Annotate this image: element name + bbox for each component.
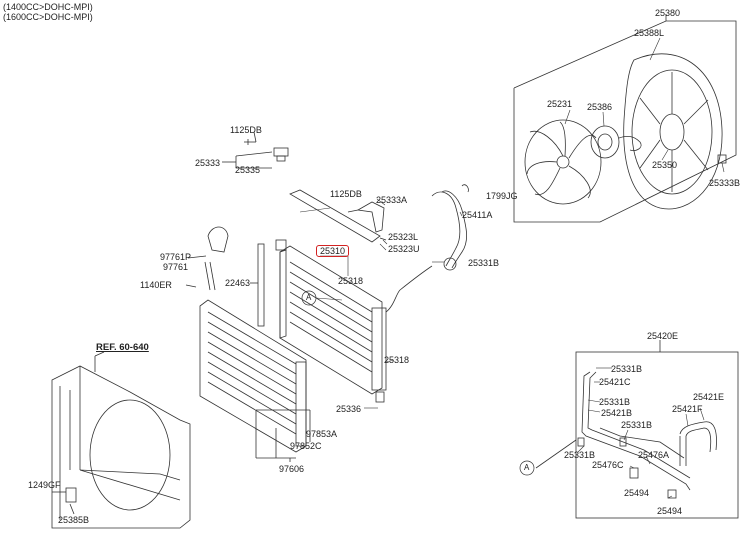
part-label-25494-b[interactable]: 25494 bbox=[657, 506, 683, 516]
part-label-25388l[interactable]: 25388L bbox=[634, 28, 665, 38]
part-label-1125db-top[interactable]: 1125DB bbox=[230, 125, 262, 135]
hose-kit-box bbox=[535, 340, 739, 519]
part-label-97761p[interactable]: 97761P bbox=[160, 252, 192, 262]
part-label-25331b-3[interactable]: 25331B bbox=[621, 420, 653, 430]
hose-kit-leaders bbox=[577, 367, 705, 499]
front-end-module bbox=[51, 351, 191, 529]
part-label-25333b[interactable]: 25333B bbox=[709, 178, 741, 188]
marker-a-radiator: A bbox=[306, 293, 312, 302]
engine-spec-line-2: (1600CC>DOHC-MPI) bbox=[3, 12, 93, 22]
part-label-1249gf[interactable]: 1249GF bbox=[28, 480, 61, 490]
engine-spec-line-1: (1400CC>DOHC-MPI) bbox=[3, 2, 93, 12]
part-label-25350[interactable]: 25350 bbox=[652, 160, 678, 170]
part-label-25331b-4[interactable]: 25331B bbox=[564, 450, 596, 460]
fan-shroud bbox=[623, 53, 727, 210]
part-label-25494-a[interactable]: 25494 bbox=[624, 488, 650, 498]
part-label-25421b[interactable]: 25421B bbox=[601, 408, 633, 418]
radiator-cap bbox=[222, 131, 289, 169]
fan-assembly-box bbox=[513, 14, 737, 223]
part-label-97606[interactable]: 97606 bbox=[279, 464, 305, 474]
part-label-25335[interactable]: 25335 bbox=[235, 165, 261, 175]
fan-leaders bbox=[564, 37, 725, 173]
part-label-1140er[interactable]: 1140ER bbox=[140, 280, 172, 290]
part-label-25421e[interactable]: 25421E bbox=[693, 392, 725, 402]
part-label-25385b[interactable]: 25385B bbox=[58, 515, 90, 525]
part-label-25333[interactable]: 25333 bbox=[195, 158, 221, 168]
hose-kit-parts bbox=[577, 371, 717, 499]
reference-label[interactable]: REF. 60-640 bbox=[96, 342, 149, 353]
part-label-1799jg[interactable]: 1799JG bbox=[486, 191, 518, 201]
marker-circle-a-hosekit bbox=[519, 460, 535, 476]
marker-a-hosekit: A bbox=[524, 463, 530, 472]
part-label-25476a[interactable]: 25476A bbox=[638, 450, 670, 460]
condenser-bracket bbox=[185, 226, 229, 291]
condenser bbox=[199, 299, 311, 462]
radiator-core bbox=[275, 239, 433, 403]
part-label-97852c[interactable]: 97852C bbox=[290, 441, 322, 451]
part-label-22463[interactable]: 22463 bbox=[225, 278, 251, 288]
part-label-25420e[interactable]: 25420E bbox=[647, 331, 679, 341]
part-label-1125db-mid[interactable]: 1125DB bbox=[330, 189, 362, 199]
cooling-fan-blade bbox=[524, 119, 602, 205]
part-label-25318-lower[interactable]: 25318 bbox=[384, 355, 410, 365]
part-label-25333a[interactable]: 25333A bbox=[376, 195, 408, 205]
part-label-25318-upper[interactable]: 25318 bbox=[338, 276, 364, 286]
upper-seal-strip bbox=[289, 189, 387, 243]
part-label-97853a[interactable]: 97853A bbox=[306, 429, 338, 439]
part-label-25310-highlighted[interactable]: 25310 bbox=[316, 245, 350, 257]
part-label-25421c[interactable]: 25421C bbox=[599, 377, 631, 387]
part-label-25421f[interactable]: 25421F bbox=[672, 404, 703, 414]
upper-bracket bbox=[347, 201, 385, 233]
side-seal-strip bbox=[250, 243, 265, 327]
part-label-25336[interactable]: 25336 bbox=[336, 404, 362, 414]
part-label-25331b-2[interactable]: 25331B bbox=[599, 397, 631, 407]
part-label-25380[interactable]: 25380 bbox=[655, 8, 681, 18]
part-label-25411a[interactable]: 25411A bbox=[462, 210, 493, 220]
upper-hose bbox=[431, 184, 469, 271]
part-label-25386[interactable]: 25386 bbox=[587, 102, 613, 112]
part-label-25476c[interactable]: 25476C bbox=[592, 460, 624, 470]
part-label-25231[interactable]: 25231 bbox=[547, 99, 573, 109]
part-label-25323l[interactable]: 25323L bbox=[388, 232, 419, 242]
part-label-25323u[interactable]: 25323U bbox=[388, 244, 420, 254]
part-label-25331b-1[interactable]: 25331B bbox=[611, 364, 643, 374]
fan-motor bbox=[590, 125, 642, 159]
part-label-97761[interactable]: 97761 bbox=[163, 262, 189, 272]
part-label-25331b[interactable]: 25331B bbox=[468, 258, 500, 268]
